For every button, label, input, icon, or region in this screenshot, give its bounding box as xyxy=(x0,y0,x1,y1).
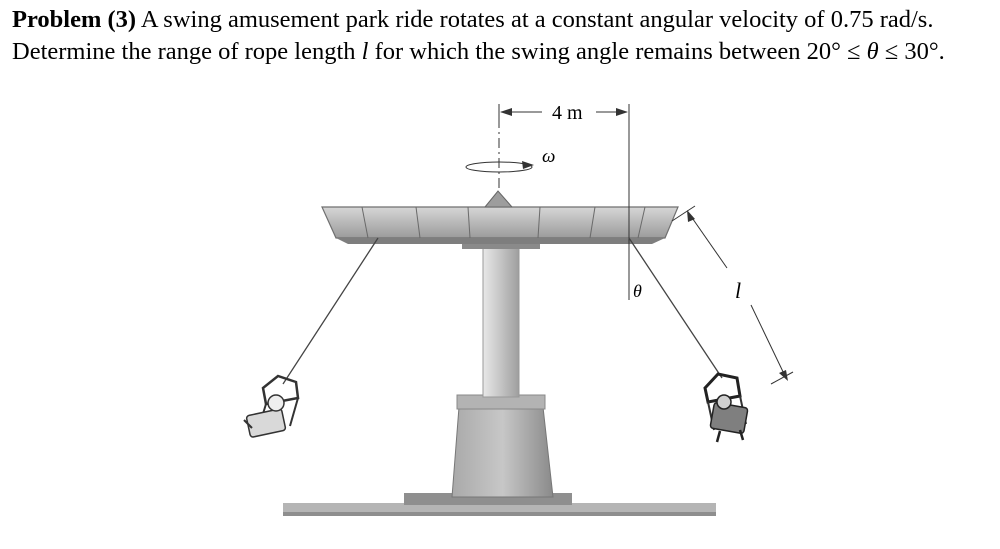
omega-arrowhead xyxy=(522,161,534,169)
rope-length-ext-top xyxy=(671,205,696,222)
rope-length-label: l xyxy=(735,278,741,303)
problem-line-2-end: ≤ 30°. xyxy=(878,38,945,65)
left-rider-head xyxy=(267,394,285,412)
right-rope xyxy=(628,237,723,379)
platform-rib xyxy=(537,206,541,239)
platform-cone xyxy=(483,190,514,208)
platform-underside xyxy=(336,238,665,244)
right-rider-head xyxy=(716,394,732,410)
radius-arrowhead-left xyxy=(500,108,512,116)
left-rider-leg xyxy=(243,419,253,429)
problem-line-2: Determine the range of rope length l for… xyxy=(12,36,992,68)
omega-rotation-arrow xyxy=(465,161,533,173)
rope-length-dim-lower xyxy=(750,304,787,379)
right-swing-seat xyxy=(709,401,749,435)
theta-symbol: θ xyxy=(866,38,879,65)
central-column xyxy=(482,244,520,398)
ground-shadow xyxy=(283,512,716,516)
left-swing-seat xyxy=(245,408,287,438)
platform-rib xyxy=(415,206,421,239)
problem-statement: Problem (3) A swing amusement park ride … xyxy=(12,4,992,68)
column-collar xyxy=(462,240,540,249)
problem-label: Problem (3) xyxy=(12,6,137,33)
rotating-platform xyxy=(321,206,679,239)
left-swing-chain xyxy=(289,397,299,427)
problem-line-2-post: for which the swing angle remains betwee… xyxy=(368,38,867,65)
theta-label: θ xyxy=(633,281,642,301)
platform-rib xyxy=(589,206,596,239)
rope-length-arrowhead-bottom xyxy=(779,370,788,381)
platform-rib xyxy=(637,206,646,239)
left-rope xyxy=(282,237,379,385)
platform-rib xyxy=(467,206,471,239)
right-swing-rider xyxy=(703,372,749,443)
problem-line-1-text: A swing amusement park ride rotates at a… xyxy=(136,6,934,33)
rope-length-ext-bottom xyxy=(770,371,794,385)
base-pedestal xyxy=(451,406,554,498)
left-swing-hanger xyxy=(261,374,300,406)
radius-label: 4 m xyxy=(552,102,583,124)
left-swing-rider xyxy=(243,374,300,438)
right-rider-leg xyxy=(738,429,745,441)
right-rider-leg xyxy=(715,430,722,443)
platform-rib xyxy=(361,206,369,239)
radius-arrowhead-right xyxy=(616,108,628,116)
rope-length-symbol: l xyxy=(361,38,369,65)
rope-length-dim-upper xyxy=(687,211,728,269)
rope-length-arrowhead-top xyxy=(687,210,695,222)
problem-line-2-pre: Determine the range of rope length xyxy=(12,38,362,65)
problem-line-1: Problem (3) A swing amusement park ride … xyxy=(12,4,992,36)
omega-label: ω xyxy=(542,146,555,167)
right-swing-hanger xyxy=(703,372,742,404)
